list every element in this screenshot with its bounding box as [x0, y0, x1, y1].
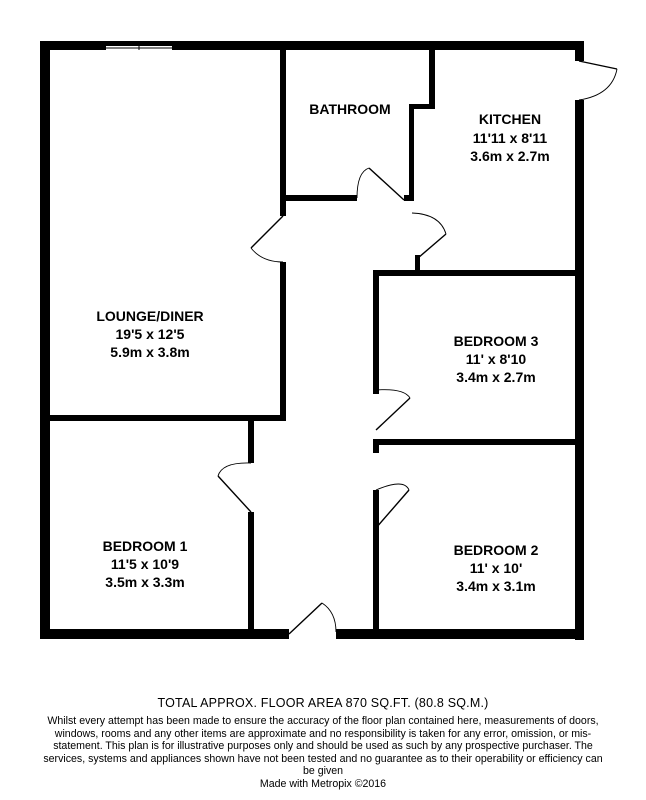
wall-outer-bottom-right [336, 629, 584, 639]
wall-bedroom1-right-lower [248, 512, 254, 634]
room-name-bedroom3: BEDROOM 3 [454, 333, 539, 349]
room-dim-metric-bedroom1: 3.5m x 3.3m [105, 574, 184, 590]
door-kitchen-external [578, 60, 618, 101]
wall-bathroom-bottom [280, 195, 357, 201]
wall-bedroom3-bottom [373, 439, 584, 445]
room-dim-imperial-bedroom1: 11'5 x 10'9 [111, 556, 179, 572]
wall-bedroom3-left-upper [373, 270, 379, 394]
room-name-bedroom2: BEDROOM 2 [454, 542, 539, 558]
wall-outer-top-left [40, 41, 106, 50]
room-name-bathroom: BATHROOM [309, 101, 390, 117]
room-dim-metric-lounge: 5.9m x 3.8m [110, 344, 189, 360]
wall-outer-right [575, 100, 584, 640]
wall-outer-left [40, 41, 50, 639]
wall-bedroom1-right-upper [248, 421, 254, 463]
room-dim-imperial-kitchen: 11'11 x 8'11 [473, 130, 548, 146]
door-bedroom3 [375, 389, 411, 431]
room-dim-imperial-bedroom2: 11' x 10' [470, 560, 523, 576]
wall-lounge-bottom [40, 415, 286, 421]
door-lounge [250, 215, 284, 263]
room-name-kitchen: KITCHEN [479, 111, 541, 127]
total-floor-area: TOTAL APPROX. FLOOR AREA 870 SQ.FT. (80.… [157, 696, 489, 710]
room-dim-metric-kitchen: 3.6m x 2.7m [470, 148, 549, 164]
room-dim-imperial-lounge: 19'5 x 12'5 [116, 326, 185, 342]
wall-kitchen-lower-left [415, 255, 420, 273]
wall-bathroom-right-lower [409, 106, 414, 201]
wall-outer-right-top [575, 41, 584, 61]
wall-bathroom-notch [409, 104, 435, 109]
door-bedroom2 [375, 483, 410, 529]
doors [217, 60, 618, 635]
floor-plan: LOUNGE/DINER 19'5 x 12'5 5.9m x 3.8m BAT… [40, 41, 618, 640]
wall-lounge-right-lower [280, 262, 286, 421]
door-bedroom1 [217, 462, 252, 513]
wall-kitchen-left [429, 41, 435, 109]
interior-walls [40, 41, 584, 635]
room-name-lounge: LOUNGE/DINER [96, 308, 203, 324]
window-lounge [106, 41, 172, 50]
door-kitchen [411, 212, 447, 259]
plan-footer: TOTAL APPROX. FLOOR AREA 870 SQ.FT. (80.… [40, 696, 606, 791]
room-dim-imperial-bedroom3: 11' x 8'10 [466, 351, 527, 367]
wall-kitchen-bottom [373, 270, 584, 276]
wall-outer-top-right [172, 41, 582, 50]
room-dim-metric-bedroom3: 3.4m x 2.7m [456, 369, 535, 385]
room-name-bedroom1: BEDROOM 1 [103, 538, 188, 554]
disclaimer-text: Whilst every attempt has been made to en… [43, 715, 603, 778]
door-front [288, 602, 337, 635]
room-dim-metric-bedroom2: 3.4m x 3.1m [456, 578, 535, 594]
wall-lounge-right-upper [280, 41, 286, 216]
door-bathroom [356, 167, 405, 201]
wall-bedroom3-left-lower [373, 439, 379, 453]
wall-bedroom2-left [373, 490, 379, 635]
wall-outer-bottom-left [40, 629, 289, 639]
room-labels: LOUNGE/DINER 19'5 x 12'5 5.9m x 3.8m BAT… [96, 101, 549, 594]
credit-text: Made with Metropix ©2016 [259, 777, 387, 790]
